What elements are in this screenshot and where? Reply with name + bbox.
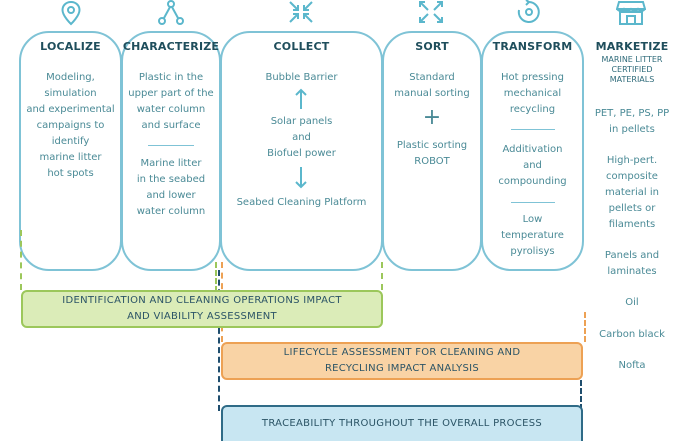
market-stall-icon bbox=[616, 0, 646, 26]
marketize-item-nofta: Nofta bbox=[618, 360, 646, 371]
collect-power-text: Solar panels and Biofuel power bbox=[267, 116, 336, 159]
marketize-item-composite: High-pert. composite material in pellets… bbox=[604, 155, 660, 230]
traceability-bar: TRACEABILITY THROUGHOUT THE OVERALL PROC… bbox=[221, 405, 583, 441]
collect-down-arrow-icon bbox=[294, 166, 308, 194]
transform-divider-2 bbox=[511, 202, 555, 203]
collect-left-connector-dashed bbox=[381, 262, 383, 290]
sort-card bbox=[382, 31, 482, 271]
transform-additivation: Additivation and compounding bbox=[498, 144, 567, 187]
orange-connector-right bbox=[584, 312, 586, 342]
localize-card bbox=[19, 31, 122, 271]
lifecycle-assessment-bar: LIFECYCLE ASSESSMENT FOR CLEANING AND RE… bbox=[221, 342, 583, 380]
sort-plus-sign: + bbox=[422, 105, 442, 130]
collect-title: COLLECT bbox=[273, 40, 330, 53]
marketize-item-pellets: PET, PE, PS, PP in pellets bbox=[594, 108, 670, 135]
collect-seabed-platform: Seabed Cleaning Platform bbox=[236, 197, 367, 208]
recycle-disc-icon bbox=[514, 0, 544, 26]
sort-manual-text: Standard manual sorting bbox=[394, 72, 470, 99]
transform-pyrolysis: Low temperature pyrolisys bbox=[501, 214, 564, 257]
location-pin-icon bbox=[58, 0, 84, 26]
characterize-title: CHARACTERIZE bbox=[122, 40, 220, 53]
characterize-divider bbox=[148, 145, 194, 146]
marketize-item-oil: Oil bbox=[625, 297, 639, 308]
identification-assessment-bar: IDENTIFICATION AND CLEANING OPERATIONS I… bbox=[21, 290, 383, 328]
molecule-icon bbox=[156, 0, 186, 26]
marketize-item-carbon-black: Carbon black bbox=[599, 329, 665, 340]
sort-title: SORT bbox=[415, 40, 449, 53]
characterize-connector-dashed bbox=[215, 262, 217, 292]
collapse-arrows-icon bbox=[288, 0, 314, 24]
transform-card bbox=[481, 31, 584, 271]
transform-title: TRANSFORM bbox=[492, 40, 573, 53]
navy-connector-left bbox=[218, 270, 220, 411]
marketize-title: MARKETIZE bbox=[595, 40, 669, 53]
collect-card bbox=[220, 31, 383, 271]
expand-arrows-icon bbox=[418, 0, 444, 24]
sort-robot-text: Plastic sorting ROBOT bbox=[396, 140, 468, 167]
marketize-item-panels: Panels and laminates bbox=[604, 250, 660, 277]
localize-title: LOCALIZE bbox=[40, 40, 101, 53]
transform-hot-pressing: Hot pressing mechanical recycling bbox=[500, 72, 564, 115]
localize-description: Modeling, simulation and experimental ca… bbox=[26, 72, 115, 179]
localize-connector-dashed bbox=[20, 230, 22, 290]
characterize-seabed-text: Marine litter in the seabed and lower wa… bbox=[136, 158, 206, 217]
marketize-subtitle: MARINE LITTER CERTIFIED MATERIALS bbox=[601, 55, 663, 84]
collect-up-arrow-icon bbox=[294, 88, 308, 114]
transform-divider-1 bbox=[511, 129, 555, 130]
characterize-surface-text: Plastic in the upper part of the water c… bbox=[128, 72, 214, 131]
characterize-card bbox=[121, 31, 221, 271]
navy-connector-right bbox=[580, 380, 582, 410]
collect-bubble-barrier: Bubble Barrier bbox=[265, 72, 338, 83]
